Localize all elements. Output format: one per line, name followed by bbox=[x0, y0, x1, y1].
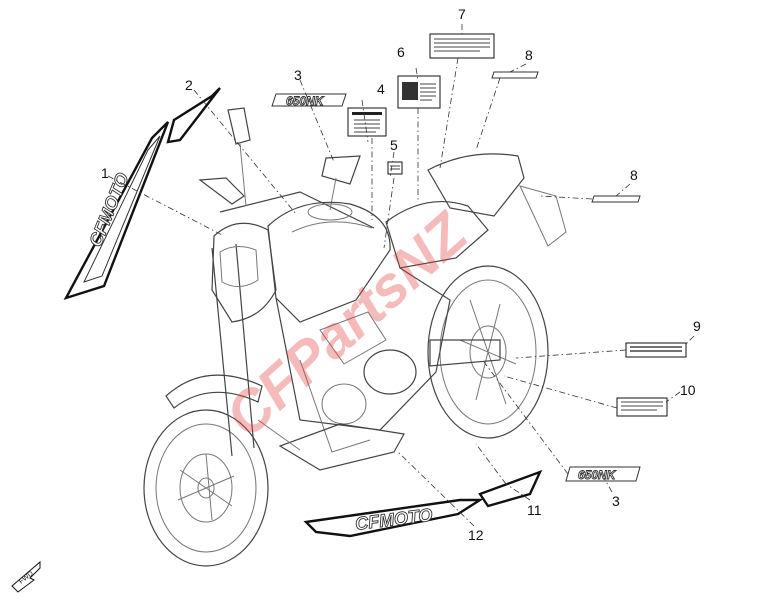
callout-1: 1 bbox=[101, 165, 109, 181]
decal-3-bottom-text: 650NK bbox=[578, 468, 617, 482]
callout-8-top: 8 bbox=[525, 47, 533, 63]
decal-7-spec-label bbox=[429, 33, 495, 59]
callout-2: 2 bbox=[185, 77, 193, 93]
decal-3-model-badge-bottom: 650NK bbox=[565, 466, 641, 482]
callout-10: 10 bbox=[680, 382, 696, 398]
decal-12-text: CFMOTO bbox=[354, 505, 434, 534]
decal-9-label bbox=[625, 342, 687, 358]
callout-5: 5 bbox=[390, 137, 398, 153]
leader-lines bbox=[107, 24, 695, 527]
decal-8-stripe-right bbox=[591, 195, 641, 203]
callout-11: 11 bbox=[527, 502, 542, 518]
decal-3-top-text: 650NK bbox=[286, 94, 325, 108]
callout-numbers: 1 2 3 4 5 6 7 8 8 9 10 3 11 12 bbox=[101, 6, 701, 543]
motorcycle-illustration bbox=[143, 107, 567, 567]
decal-12-side-logo: CFMOTO bbox=[303, 498, 485, 538]
decal-11-stripe bbox=[478, 469, 543, 508]
watermark: CFPartsNZ bbox=[213, 199, 481, 450]
callout-8-right: 8 bbox=[630, 167, 638, 183]
decal-3-model-badge-top: 650NK bbox=[271, 93, 347, 108]
callout-7: 7 bbox=[458, 6, 466, 22]
callout-12: 12 bbox=[468, 527, 484, 543]
callout-9: 9 bbox=[693, 318, 701, 334]
callout-6: 6 bbox=[397, 44, 405, 60]
decal-1-fairing-logo: CFMOTO bbox=[63, 121, 170, 301]
decal-5-tag-label bbox=[387, 161, 403, 175]
decal-10-label bbox=[616, 397, 668, 417]
decal-6-info-label bbox=[397, 75, 441, 109]
decal-2-stripe bbox=[166, 87, 221, 144]
forward-arrow-icon: FWD bbox=[11, 560, 41, 593]
callout-3-top: 3 bbox=[294, 67, 302, 83]
callout-4: 4 bbox=[377, 81, 385, 97]
decal-4-warning-label bbox=[347, 107, 387, 137]
decal-8-stripe-top bbox=[491, 71, 539, 79]
callout-3-bottom: 3 bbox=[612, 493, 620, 509]
